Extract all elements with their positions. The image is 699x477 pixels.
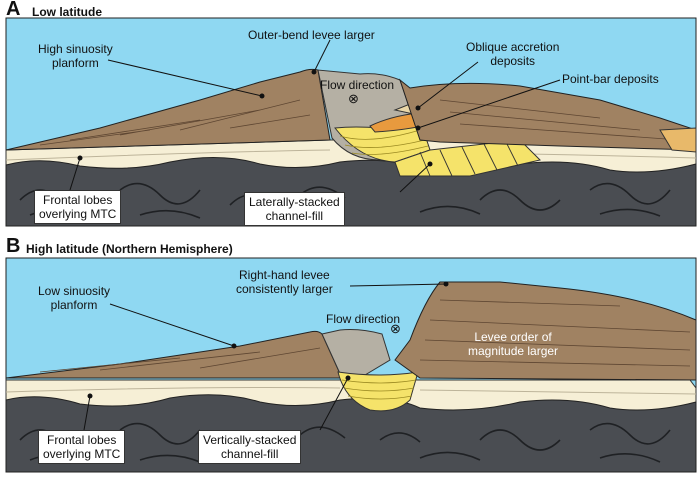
label-flow-direction-a: Flow direction	[320, 78, 395, 92]
label-right-hand-line2: consistently larger	[236, 282, 333, 296]
flow-into-page-icon: ⊗	[390, 321, 401, 336]
panel-b-letter: B	[6, 235, 21, 257]
label-outer-bend-levee: Outer-bend levee larger	[248, 28, 375, 42]
panel-b-right-levee	[394, 281, 697, 381]
label-point-bar: Point-bar deposits	[562, 72, 659, 86]
label-high-sinuosity-line2: planform	[52, 56, 99, 70]
label-low-sinuosity-line2: planform	[50, 298, 98, 312]
label-frontal-lobes-b: Frontal lobes overlying MTC	[38, 430, 126, 464]
label-laterally-line1: Laterally-stacked	[249, 195, 340, 209]
label-right-hand-line1: Right-hand levee	[238, 268, 330, 282]
flow-into-page-icon: ⊗	[348, 91, 359, 106]
panel-a-title: Low latitude	[32, 5, 102, 19]
label-frontal-b-line1: Frontal lobes	[46, 433, 117, 447]
label-vertically-stacked: Vertically-stacked channel-fill	[198, 430, 302, 464]
panel-b-graphic	[5, 257, 697, 473]
label-vertically-line2: channel-fill	[221, 447, 279, 461]
label-right-hand-levee: Right-hand levee consistently larger	[236, 268, 333, 296]
label-frontal-a-line1: Frontal lobes	[42, 193, 113, 207]
label-oblique-accretion: Oblique accretion deposits	[466, 40, 559, 68]
label-laterally-stacked: Laterally-stacked channel-fill	[244, 192, 345, 226]
label-flow-direction-b: Flow direction	[326, 312, 401, 326]
label-frontal-lobes-a: Frontal lobes overlying MTC	[34, 190, 122, 224]
label-frontal-b-line2: overlying MTC	[43, 447, 121, 461]
label-high-sinuosity: High sinuosity planform	[38, 42, 113, 70]
label-oblique-line1: Oblique accretion	[466, 40, 560, 54]
label-oblique-line2: deposits	[490, 54, 536, 68]
panel-a-right-levee	[398, 78, 697, 151]
panel-a-mtc	[5, 157, 697, 227]
panel-b-title: High latitude (Northern Hemisphere)	[26, 242, 233, 256]
label-vertically-line1: Vertically-stacked	[203, 433, 297, 447]
label-laterally-line2: channel-fill	[265, 209, 324, 223]
label-frontal-a-line2: overlying MTC	[39, 207, 117, 221]
label-low-sinuosity-line1: Low sinuosity	[38, 284, 111, 298]
label-levee-order-line1: Levee order of	[474, 330, 552, 344]
label-low-sinuosity: Low sinuosity planform	[38, 284, 110, 312]
panel-a-letter: A	[6, 0, 21, 20]
label-levee-order-line2: magnitude larger	[468, 344, 559, 358]
label-levee-order: Levee order of magnitude larger	[468, 330, 558, 358]
label-high-sinuosity-line1: High sinuosity	[38, 42, 113, 56]
